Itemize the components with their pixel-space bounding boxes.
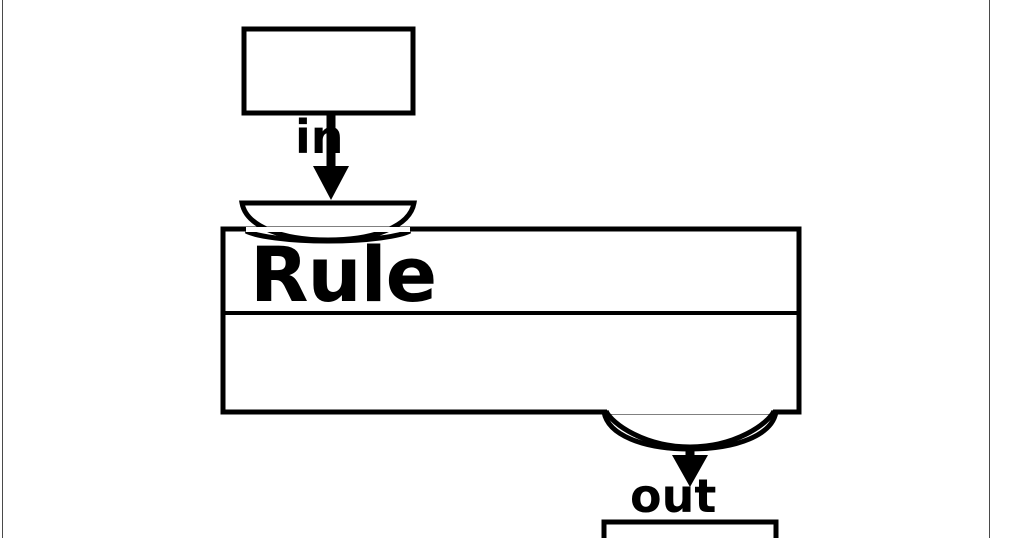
in-flow-arrow	[313, 113, 349, 200]
input-flow-port-inner	[244, 227, 412, 244]
rule-block-outline	[220, 226, 802, 415]
rule-block-title: Rule	[250, 230, 437, 319]
target-block[interactable]	[601, 519, 779, 538]
rule-block[interactable]	[220, 226, 802, 415]
in-flow-label: in	[295, 110, 344, 164]
output-flow-port-icon[interactable]	[601, 409, 779, 452]
source-block[interactable]	[241, 26, 416, 116]
out-flow-arrow	[672, 450, 708, 487]
out-flow-label: out	[630, 469, 717, 523]
